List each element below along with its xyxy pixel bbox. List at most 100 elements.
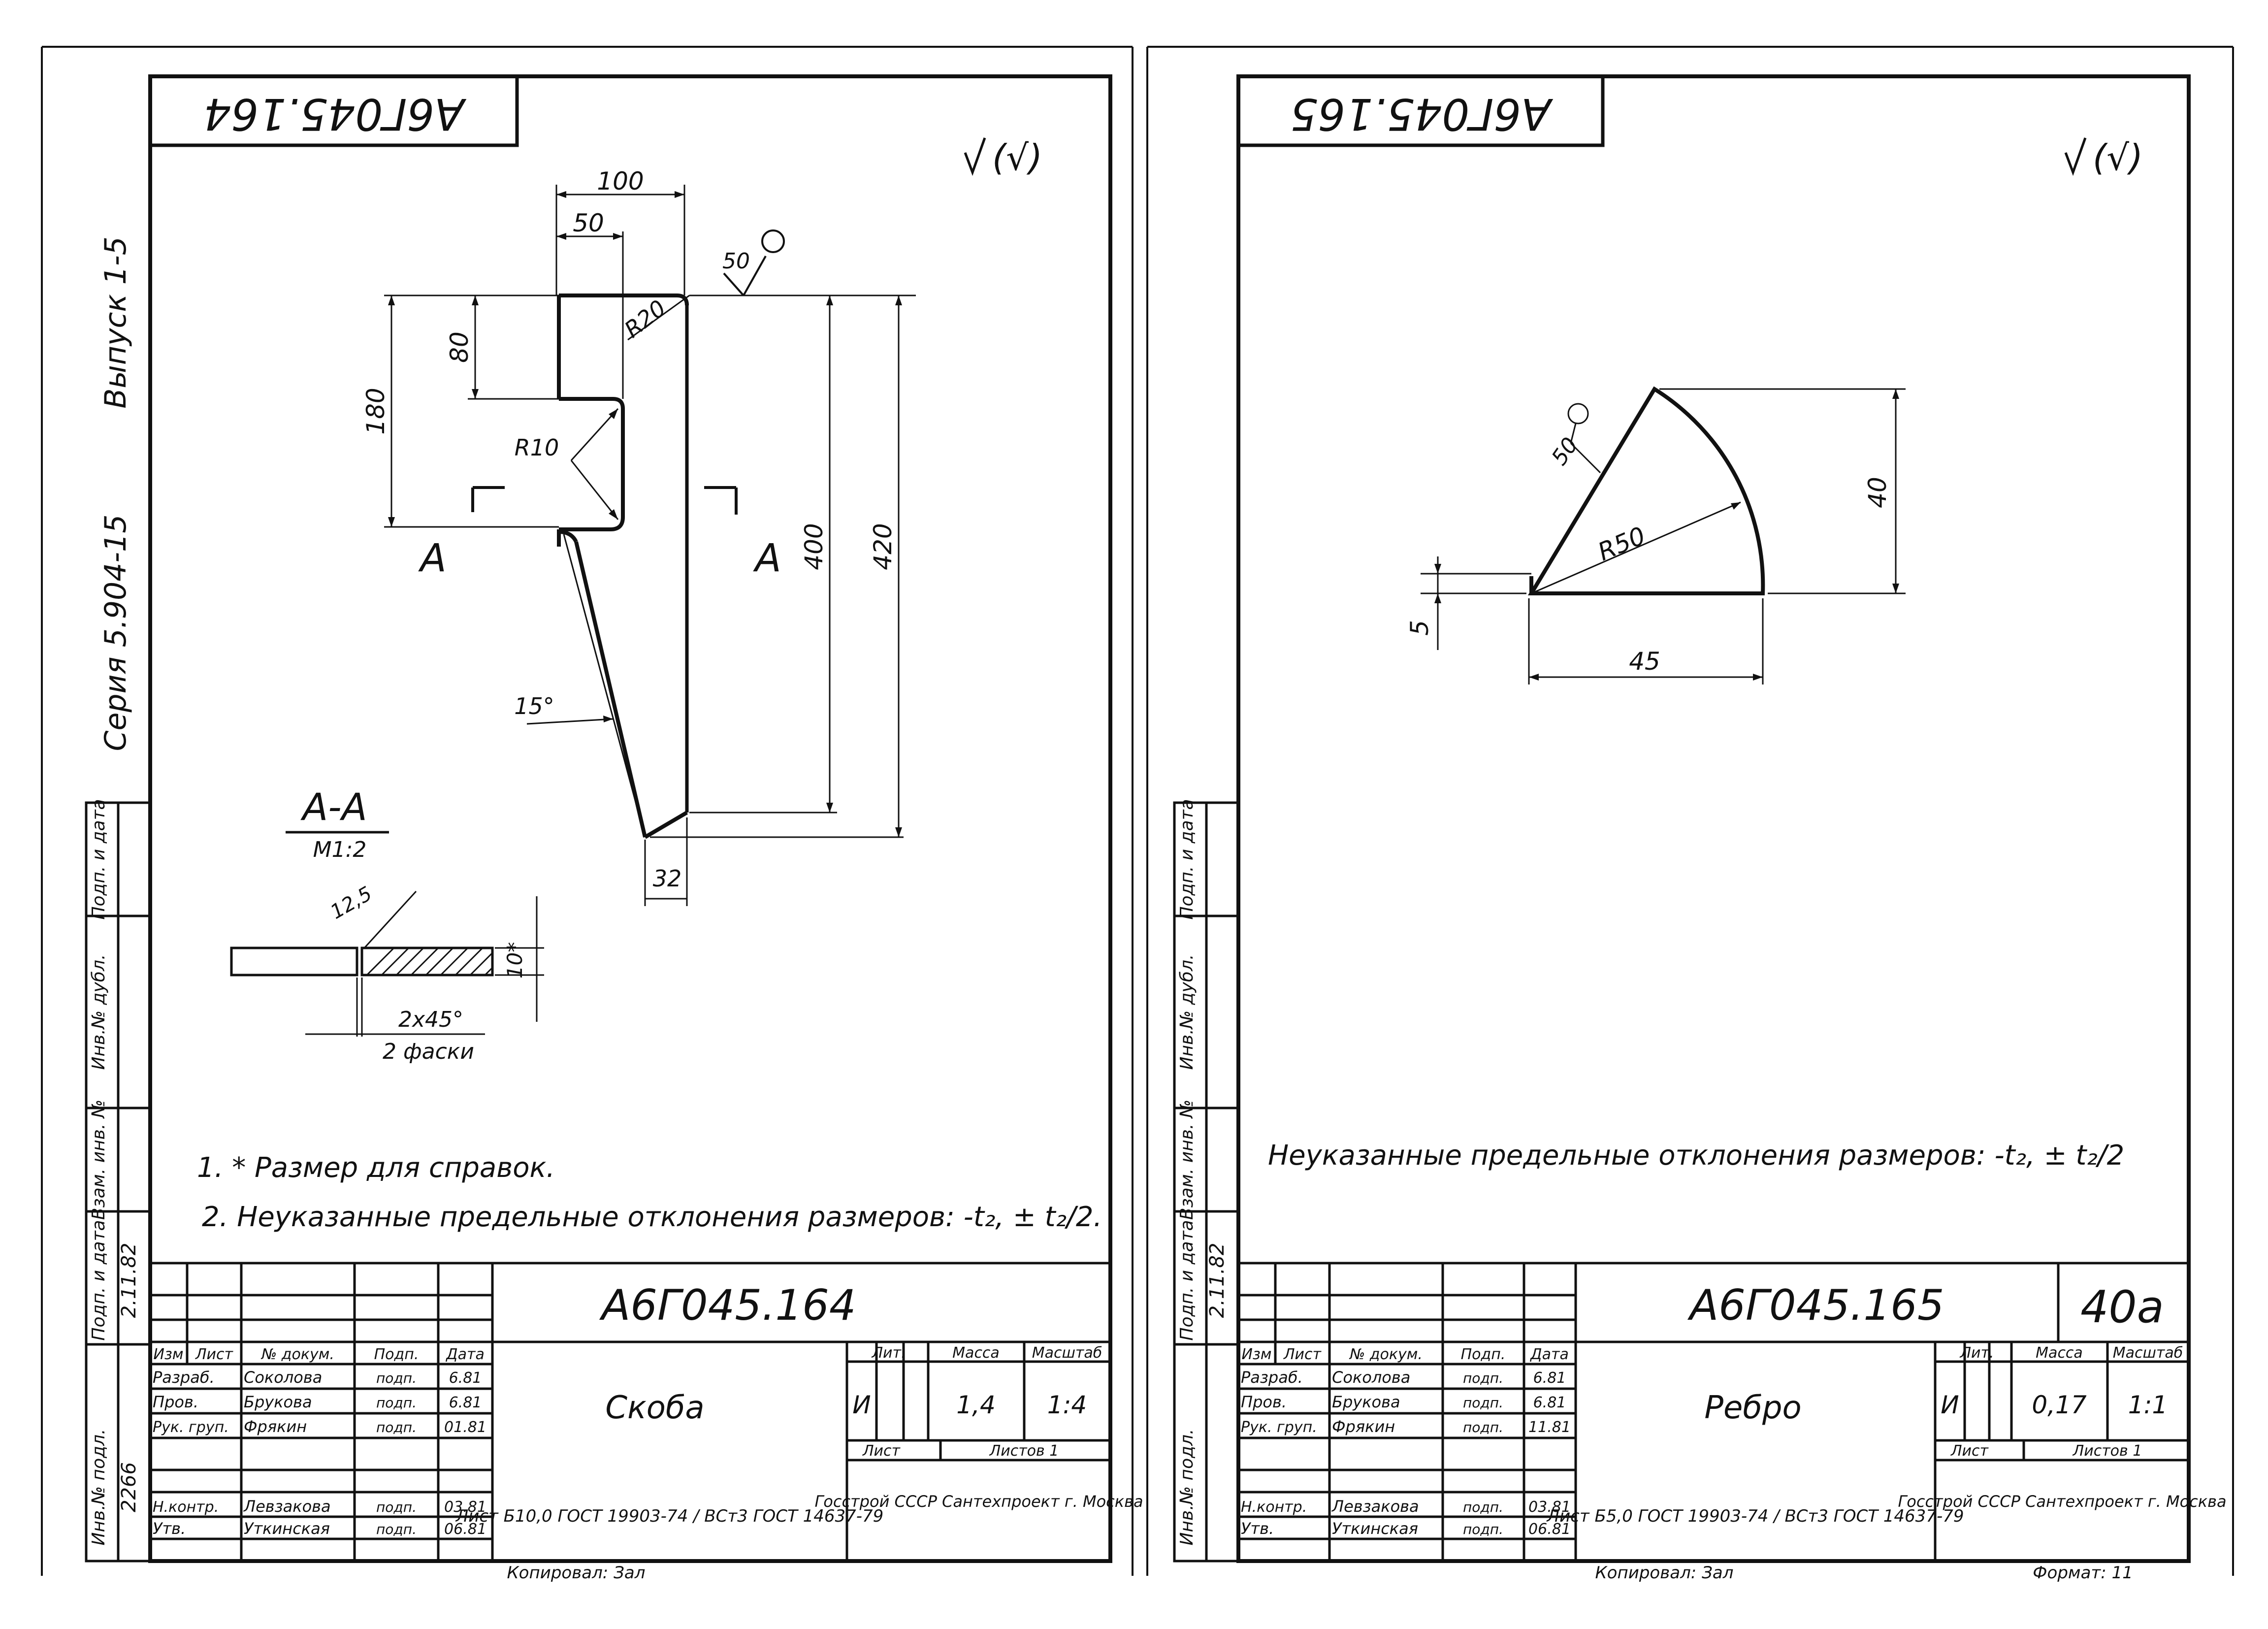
sheet-1-side-date: 2.11.82 [118, 1243, 140, 1318]
sheet-1-tb-row3-date: 03.81 [444, 1499, 486, 1516]
sheet-2-tb-mass-value: 0,17 [2032, 1391, 2087, 1419]
dim-5: 5 [1405, 620, 1434, 636]
dim-400: 400 [800, 523, 828, 570]
sheet-2-tb-row1-date: 6.81 [1533, 1394, 1566, 1411]
sheet-1-tb-row1-date: 6.81 [449, 1394, 482, 1411]
roughness-50-sheet2: 50 [1547, 433, 1583, 470]
sheet-1-tb-row0-role: Разраб. [153, 1368, 215, 1387]
section-thickness: 10* [503, 942, 527, 978]
dim-r20: R20 [619, 294, 671, 343]
sheet-1-tb-row3-sign: подп. [376, 1499, 417, 1515]
rib-contour [1527, 386, 1765, 595]
sheet-1-tb-scale-label: Масштаб [1032, 1344, 1102, 1362]
sheet-2-tb-row1-name: Брукова [1332, 1393, 1400, 1411]
section-chamfer: 2х45° [398, 1007, 463, 1032]
sheet-1-side-strip [85, 801, 152, 1563]
sheet-1-frame [148, 74, 1112, 1563]
sheet-2-tb-scale-label: Масштаб [2113, 1344, 2183, 1362]
sheet-1-tb-org: Госстрой СССР Сантехпроект г. Москва [814, 1492, 1143, 1511]
sheet-1-note-1: 1. * Размер для справок. [197, 1152, 555, 1184]
sheet-2-side-date: 2.11.82 [1206, 1243, 1229, 1318]
sheet-1: А6Г045.164 (√) Выпуск 1-5 Серия 5.904-15 [85, 74, 1143, 1583]
sheet-2-tb-material: Лист Б5,0 ГОСТ 19903-74 / ВСт3 ГОСТ 1463… [1546, 1506, 1964, 1526]
sheet-1-side-label-3: Инв.№ дубл. [89, 954, 109, 1070]
dim-80: 80 [445, 331, 474, 363]
sheet-2-side-strip [1173, 801, 1240, 1563]
sheet-2-tb-row0-role: Разраб. [1241, 1368, 1303, 1387]
sheet-1-tb-scale-value: 1:4 [1047, 1391, 1087, 1419]
sheet-1-tb-h1: Лист [195, 1346, 234, 1363]
sheet-2-tb-row4-date: 06.81 [1528, 1521, 1571, 1538]
section-mark-left: А [418, 536, 446, 581]
sheet-2-frame [1236, 74, 2191, 1563]
sheet-2-tb-format: Формат: 11 [2033, 1563, 2133, 1583]
sheet-2-code-box [1236, 74, 1605, 147]
sheet-1-tb-row4-date: 06.81 [444, 1521, 486, 1538]
sheet-1-series-label: Серия 5.904-15 [98, 515, 133, 751]
sheet-1-tb-lit-label: Лит. [871, 1344, 906, 1362]
dim-32: 32 [653, 865, 682, 892]
sheet-1-tb-h0: Изм [153, 1346, 183, 1363]
sheet-1-roughness-general: (√) [992, 137, 1042, 178]
sheet-1-tb-h4: Дата [445, 1346, 485, 1363]
sheet-1-tb-name: Скоба [605, 1390, 704, 1426]
sheet-2-tb-copied: Копировал: Зал [1595, 1563, 1734, 1583]
sheet-1-tb-mass-value: 1,4 [956, 1391, 996, 1419]
sheet-2-tb-scale-value: 1:1 [2128, 1391, 2168, 1419]
sheet-1-tb-sheets-label: Листов 1 [989, 1442, 1059, 1460]
sheet-2-tb-row3-date: 03.81 [1528, 1499, 1571, 1516]
sheet-2-tb-row2-date: 11.81 [1528, 1419, 1571, 1436]
dim-100: 100 [597, 167, 644, 195]
sheet-2-tb-page-no: 40а [2080, 1281, 2164, 1333]
sheet-2-tb-h0: Изм [1241, 1346, 1271, 1363]
sheet-2-tb-row2-role: Рук. груп. [1241, 1419, 1317, 1436]
sheet-2-tb-row0-name: Соколова [1332, 1368, 1410, 1387]
bracket-contour [557, 293, 689, 839]
sheet-2-title-block [1237, 1262, 2190, 1563]
sheet-1-side-label-1: Подп. и дата [89, 1220, 109, 1340]
sheet-2-tb-h1: Лист [1283, 1346, 1322, 1363]
sheet-2-tb-org: Госстрой СССР Сантехпроект г. Москва [1898, 1492, 2226, 1511]
sheet-1-tb-row0-name: Соколова [244, 1368, 322, 1387]
sheet-2-tb-sheet-label: Лист [1950, 1442, 1989, 1460]
dim-r50: R50 [1594, 521, 1650, 566]
sheet-2-tb-row0-date: 6.81 [1533, 1369, 1566, 1387]
section-title: А-А [300, 785, 367, 829]
sheet-2-side-label-2: Взам. инв. № [1177, 1100, 1197, 1220]
sheet-1-tb-row1-role: Пров. [153, 1393, 198, 1411]
sheet-1-tb-row3-name: Левзакова [243, 1497, 331, 1516]
sheet-2-tb-row4-sign: подп. [1463, 1521, 1503, 1537]
sheet-1-tb-row0-date: 6.81 [449, 1369, 482, 1387]
sheet-2-side-label-1: Подп. и дата [1177, 1220, 1197, 1340]
sheet-1-tb-row2-role: Рук. груп. [153, 1419, 229, 1436]
sheet-2-roughness-general: (√) [2093, 137, 2143, 178]
sheet-2-code-rotated: А6Г045.165 [1290, 89, 1553, 139]
sheet-1-tb-lit-value: И [852, 1391, 871, 1419]
section-chamfer-note: 2 фаски [383, 1039, 474, 1064]
sheet-2-tb-lit-value: И [1941, 1391, 1959, 1419]
sheet-1-tb-sheet-label: Лист [862, 1442, 901, 1460]
sheet-2-tb-row2-name: Фрякин [1332, 1417, 1395, 1436]
sheet-1-tb-row0-sign: подп. [376, 1370, 417, 1386]
sheet-1-tb-row2-name: Фрякин [244, 1417, 307, 1436]
section-mark-right: А [752, 536, 781, 581]
section-left-part [230, 946, 358, 977]
sheet-2-tb-h2: № докум. [1349, 1346, 1423, 1363]
sheet-1-issue-label: Выпуск 1-5 [98, 236, 133, 409]
sheet-2: А6Г045.165 (√) [1173, 74, 2227, 1583]
dim-40: 40 [1863, 477, 1892, 508]
roughness-50-sheet1: 50 [722, 249, 750, 274]
sheet-2-tb-h3: Подп. [1461, 1346, 1506, 1363]
dim-180: 180 [361, 388, 390, 434]
sheet-2-tb-row4-role: Утв. [1241, 1519, 1274, 1538]
sheet-2-tb-row0-sign: подп. [1463, 1370, 1503, 1386]
sheet-2-side-label-0: Инв.№ подл. [1177, 1429, 1197, 1546]
dim-r10: R10 [515, 434, 559, 461]
dim-15deg: 15° [514, 693, 554, 719]
sheet-1-tb-copied: Копировал: Зал [507, 1563, 646, 1583]
dim-420: 420 [869, 523, 897, 570]
sheet-1-title-block [149, 1262, 1112, 1563]
sheet-2-tb-h4: Дата [1529, 1346, 1569, 1363]
sheet-2-tb-row3-role: Н.контр. [1241, 1499, 1307, 1516]
